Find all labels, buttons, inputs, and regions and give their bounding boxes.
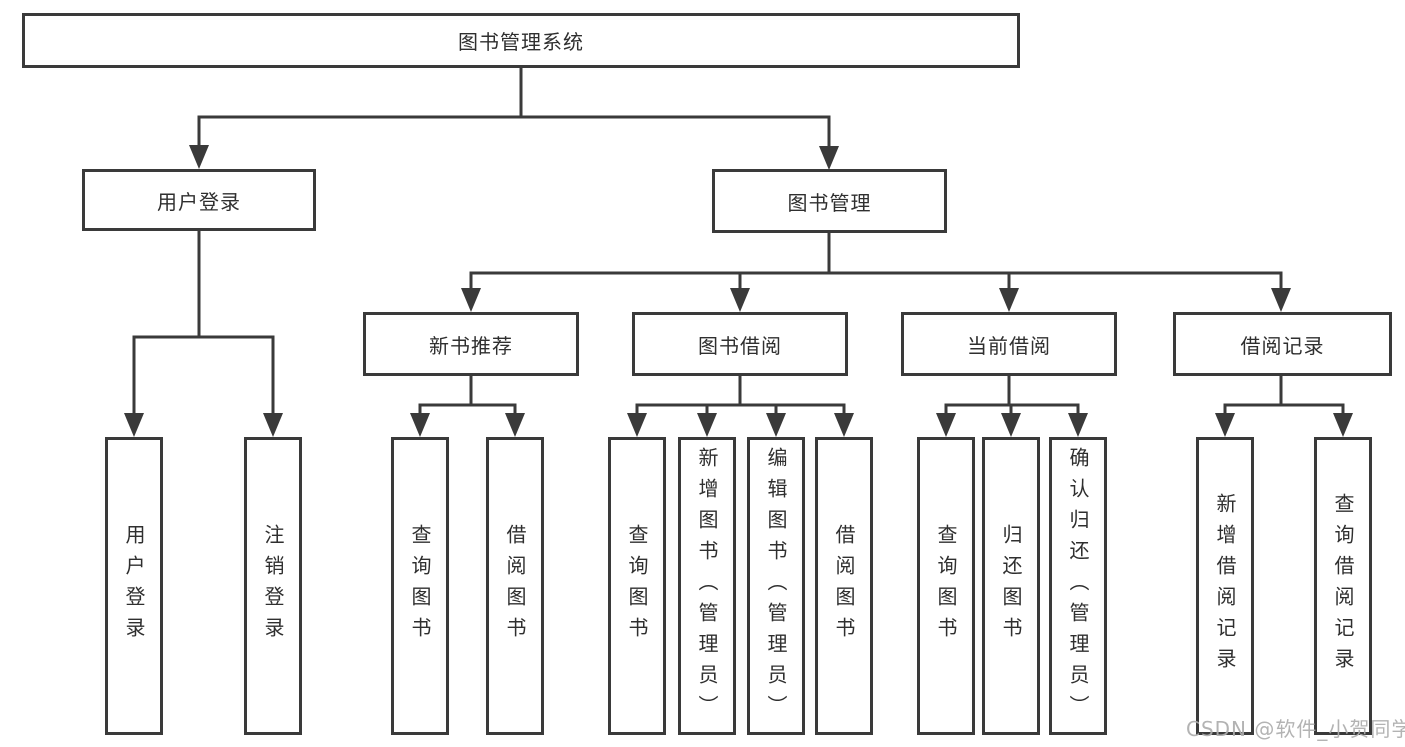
node-borrowing-records: 借阅记录 <box>1173 312 1392 376</box>
node-label: 注销登录 <box>261 524 285 648</box>
leaf-borrow-query-books: 查询图书 <box>608 437 666 735</box>
node-label: 查询图书 <box>625 524 649 648</box>
node-book-borrowing: 图书借阅 <box>632 312 848 376</box>
node-label: 查询图书 <box>408 524 432 648</box>
leaf-user-login: 用户登录 <box>105 437 163 735</box>
leaf-borrow-add-books-admin: 新增图书（管理员） <box>678 437 736 735</box>
node-label: 用户登录 <box>157 189 241 214</box>
leaf-recommend-query-books: 查询图书 <box>391 437 449 735</box>
leaf-current-confirm-return-admin: 确认归还（管理员） <box>1049 437 1107 735</box>
node-new-book-recommendation: 新书推荐 <box>363 312 579 376</box>
node-label: 新增图书（管理员） <box>695 446 719 726</box>
node-label: 借阅图书 <box>503 524 527 648</box>
node-user-login: 用户登录 <box>82 169 316 231</box>
node-label: 用户登录 <box>122 524 146 648</box>
leaf-current-query-books: 查询图书 <box>917 437 975 735</box>
node-label: 图书管理系统 <box>458 30 584 54</box>
leaf-borrow-borrow-books: 借阅图书 <box>815 437 873 735</box>
node-book-management: 图书管理 <box>712 169 947 233</box>
leaf-recommend-borrow-books: 借阅图书 <box>486 437 544 735</box>
leaf-records-add-record: 新增借阅记录 <box>1196 437 1254 735</box>
node-label: 编辑图书（管理员） <box>764 446 788 726</box>
node-label: 图书借阅 <box>698 333 782 358</box>
node-library-management-system: 图书管理系统 <box>22 13 1020 68</box>
leaf-records-query-record: 查询借阅记录 <box>1314 437 1372 735</box>
leaf-logout-login: 注销登录 <box>244 437 302 735</box>
node-label: 当前借阅 <box>967 333 1051 358</box>
node-label: 查询借阅记录 <box>1331 493 1355 679</box>
node-label: 借阅记录 <box>1240 333 1325 358</box>
node-label: 确认归还（管理员） <box>1066 446 1090 726</box>
node-label: 归还图书 <box>999 524 1023 648</box>
node-label: 查询图书 <box>934 524 958 648</box>
node-label: 新书推荐 <box>429 333 513 358</box>
node-label: 图书管理 <box>787 190 872 215</box>
node-label: 新增借阅记录 <box>1213 493 1237 679</box>
leaf-borrow-edit-books-admin: 编辑图书（管理员） <box>747 437 805 735</box>
node-current-borrowing: 当前借阅 <box>901 312 1117 376</box>
watermark-csdn: CSDN @软件_小贺同学 <box>1186 717 1405 741</box>
node-label: 借阅图书 <box>832 524 856 648</box>
leaf-current-return-books: 归还图书 <box>982 437 1040 735</box>
